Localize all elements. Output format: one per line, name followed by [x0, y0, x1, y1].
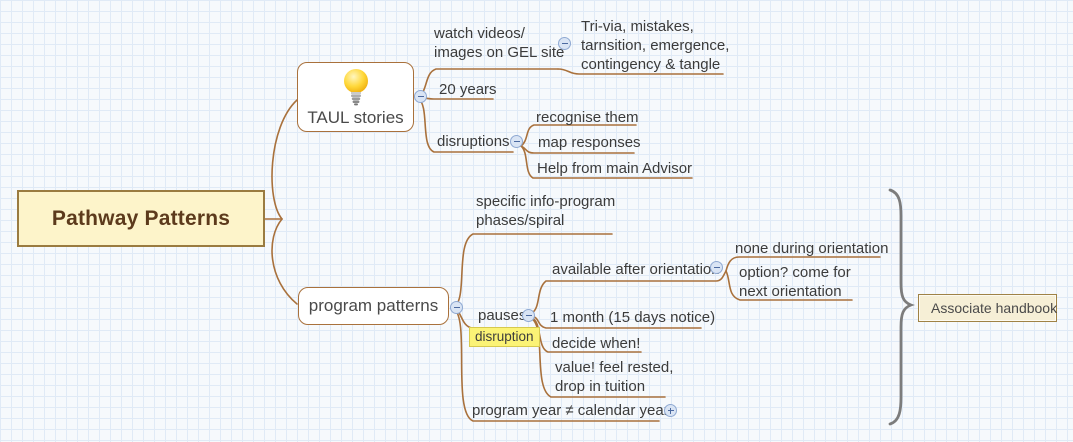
- topic-trivia-mistakes[interactable]: Tri-via, mistakes, tarnsition, emergence…: [581, 18, 730, 73]
- topic-1-month-notice[interactable]: 1 month (15 days notice): [550, 309, 716, 326]
- summary-label: Associate handbook: [931, 300, 1058, 316]
- topic-watch-videos[interactable]: watch videos/ images on GEL site: [434, 25, 565, 61]
- topic-available-after-orientation[interactable]: available after orientation: [552, 261, 720, 278]
- central-topic[interactable]: Pathway Patterns: [17, 190, 265, 247]
- central-topic-label: Pathway Patterns: [51, 206, 231, 230]
- collapse-button-program-patterns[interactable]: [450, 301, 463, 314]
- branch-root-to-program: [271, 218, 298, 305]
- topic-taul-stories[interactable]: TAUL stories: [297, 62, 414, 132]
- topic-help-from-main-advisor[interactable]: Help from main Advisor: [537, 160, 693, 177]
- summary-brace: [888, 188, 915, 426]
- topic-decide-when[interactable]: decide when!: [552, 335, 641, 352]
- topic-program-patterns-label: program patterns: [308, 296, 439, 315]
- collapse-button-available[interactable]: [710, 261, 723, 274]
- label-disruption[interactable]: disruption: [469, 327, 540, 347]
- topic-pauses[interactable]: pauses: [478, 307, 527, 324]
- topic-program-patterns[interactable]: program patterns: [298, 287, 449, 325]
- topic-disruptions[interactable]: disruptions: [437, 133, 510, 150]
- lightbulb-icon: [343, 69, 368, 106]
- topic-recognise-them[interactable]: recognise them: [536, 109, 639, 126]
- topic-20-years[interactable]: 20 years: [439, 81, 497, 98]
- collapse-button-disruptions[interactable]: [510, 135, 523, 148]
- topic-none-during-orientation[interactable]: none during orientation: [735, 240, 889, 257]
- topic-taul-stories-label: TAUL stories: [307, 108, 404, 127]
- topic-value-feel-rested[interactable]: value! feel rested, drop in tuition: [555, 359, 674, 395]
- summary-topic-associate-handbook[interactable]: Associate handbook: [918, 294, 1057, 322]
- collapse-button-pauses[interactable]: [522, 309, 535, 322]
- branch-root-to-taul: [271, 99, 298, 220]
- collapse-button-watch-videos[interactable]: [558, 37, 571, 50]
- collapse-button-taul[interactable]: [414, 90, 427, 103]
- expand-button-program-year[interactable]: [664, 404, 677, 417]
- topic-option-next-orientation[interactable]: option? come for next orientation: [739, 264, 851, 300]
- topic-specific-info-program[interactable]: specific info-program phases/spiral: [476, 193, 616, 229]
- topic-map-responses[interactable]: map responses: [538, 134, 641, 151]
- topic-program-year-calendar-year[interactable]: program year ≠ calendar year: [472, 402, 669, 419]
